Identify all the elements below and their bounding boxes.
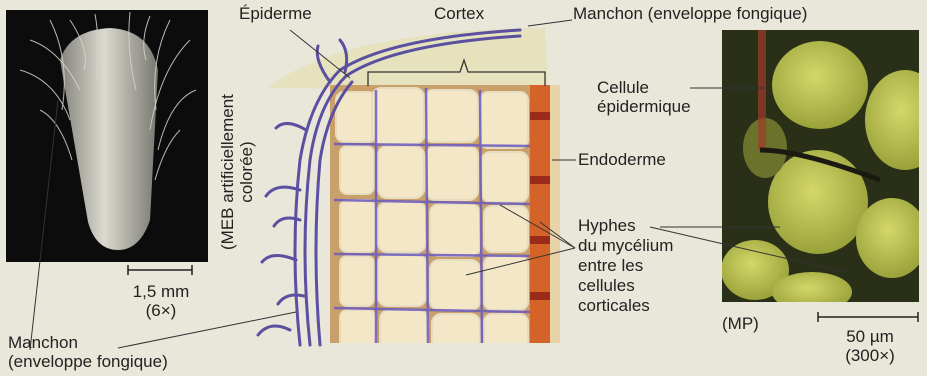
label-sem-method: (MEB artificiellement colorée) <box>218 94 256 250</box>
sem-scale-bar <box>128 265 192 275</box>
label-epidermal-cell-line1: Cellule <box>597 78 691 97</box>
label-mantle-top: Manchon (enveloppe fongique) <box>573 4 807 23</box>
label-hyphae-line4: cellules <box>578 276 673 296</box>
lm-scale-value: 50 µm <box>828 327 912 346</box>
label-hyphae-line1: Hyphes <box>578 216 673 236</box>
label-epidermis: Épiderme <box>239 4 312 23</box>
light-micrograph <box>650 30 927 322</box>
label-mantle-bottom-line2: (enveloppe fongique) <box>8 352 168 371</box>
lm-scale-bar <box>818 312 918 322</box>
label-mantle-bottom: Manchon (enveloppe fongique) <box>8 333 168 371</box>
label-epidermal-cell-line2: épidermique <box>597 97 691 116</box>
label-sem-scale: 1,5 mm (6×) <box>128 282 194 320</box>
sem-magnification: (6×) <box>128 301 194 320</box>
label-cortex: Cortex <box>434 4 484 23</box>
label-lm-scale: 50 µm (300×) <box>828 327 912 365</box>
label-sem-method-line1: (MEB artificiellement <box>218 94 237 250</box>
lm-magnification: (300×) <box>828 346 912 365</box>
label-epidermal-cell: Cellule épidermique <box>597 78 691 116</box>
label-hyphae: Hyphes du mycélium entre les cellules co… <box>578 216 673 316</box>
label-lm-method: (MP) <box>722 314 759 333</box>
label-hyphae-line3: entre les <box>578 256 673 276</box>
sem-scale-value: 1,5 mm <box>128 282 194 301</box>
label-hyphae-line5: corticales <box>578 296 673 316</box>
label-hyphae-line2: du mycélium <box>578 236 673 256</box>
label-endodermis: Endoderme <box>578 150 666 169</box>
label-sem-method-line2: colorée) <box>237 94 256 250</box>
label-mantle-bottom-line1: Manchon <box>8 333 168 352</box>
